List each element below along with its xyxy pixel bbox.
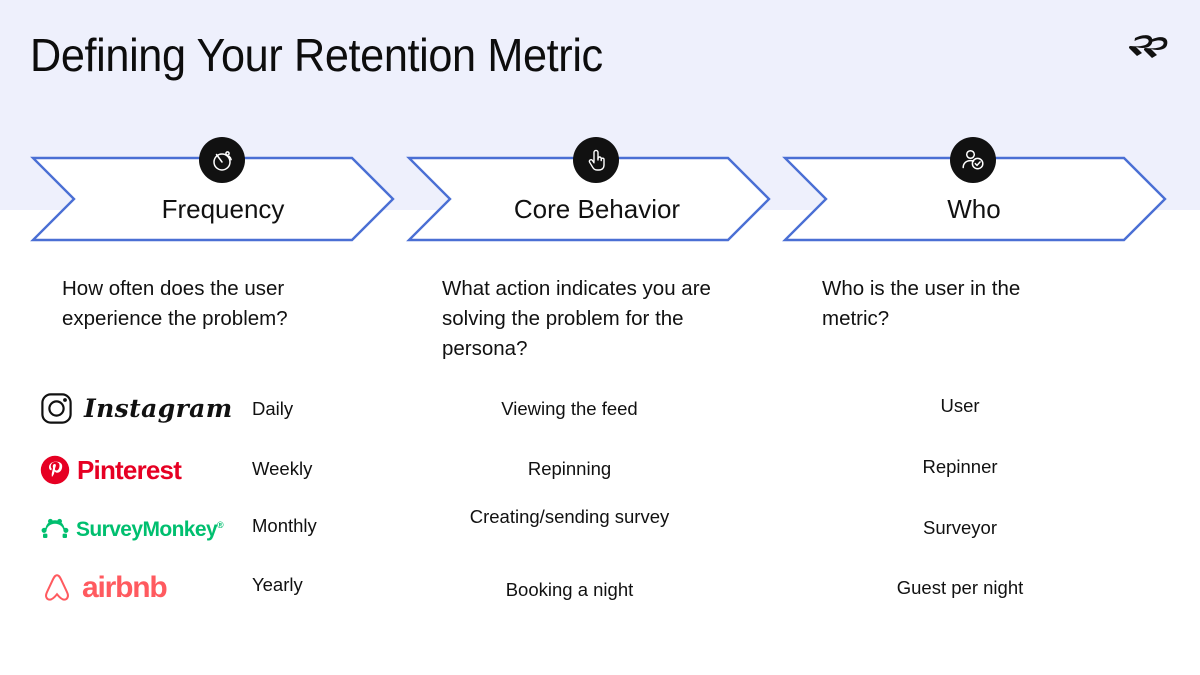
brand-logo-airbnb: airbnb [40,568,255,608]
instagram-camera-icon [41,392,72,424]
user-check-icon [950,137,996,183]
instagram-wordmark: Instagram [84,393,233,423]
stage-label-frequency: Frequency [161,194,285,224]
question-core-behavior: What action indicates you are solving th… [442,277,711,360]
value-who-instagram: User [940,395,980,416]
surveymonkey-wordmark: SurveyMonkey® [76,518,224,542]
brand-logo-surveymonkey: SurveyMonkey® [40,510,255,550]
question-frequency: How often does the user experience the p… [62,277,288,330]
value-who-pinterest: Repinner [922,456,998,477]
brand-logo-instagram: Instagram [40,388,255,428]
surveymonkey-wordmark-text: SurveyMonkey [76,518,218,541]
chevron-who [782,156,1167,242]
pinterest-p-icon [40,455,70,485]
value-behavior-surveymonkey: Creating/sending survey [469,506,670,527]
stage-chevrons [0,0,1200,260]
pinterest-wordmark: Pinterest [77,454,182,485]
airbnb-wordmark: airbnb [82,571,168,604]
value-frequency-instagram: Daily [252,398,294,419]
value-who-airbnb: Guest per night [896,577,1024,598]
surveymonkey-monkey-icon [41,518,69,538]
stopwatch-icon [199,137,245,183]
value-frequency-pinterest: Weekly [252,458,313,479]
pointing-hand-icon [573,137,619,183]
chevron-frequency [30,156,395,242]
value-behavior-pinterest: Repinning [527,458,612,479]
value-behavior-airbnb: Booking a night [505,579,634,600]
reforge-r-logo [1128,26,1170,68]
question-who: Who is the user in the metric? [822,277,1021,330]
page-title: Defining Your Retention Metric [30,29,603,81]
chevron-core-behavior [406,156,771,242]
registered-mark: ® [217,520,224,530]
stage-label-core-behavior: Core Behavior [513,194,681,224]
stage-label-who: Who [947,194,1001,224]
value-who-surveymonkey: Surveyor [922,517,998,538]
brand-logo-pinterest: Pinterest [40,450,255,490]
value-frequency-surveymonkey: Monthly [252,515,317,536]
value-behavior-instagram: Viewing the feed [501,398,638,419]
value-frequency-airbnb: Yearly [252,574,303,595]
airbnb-belo-icon [45,574,69,601]
